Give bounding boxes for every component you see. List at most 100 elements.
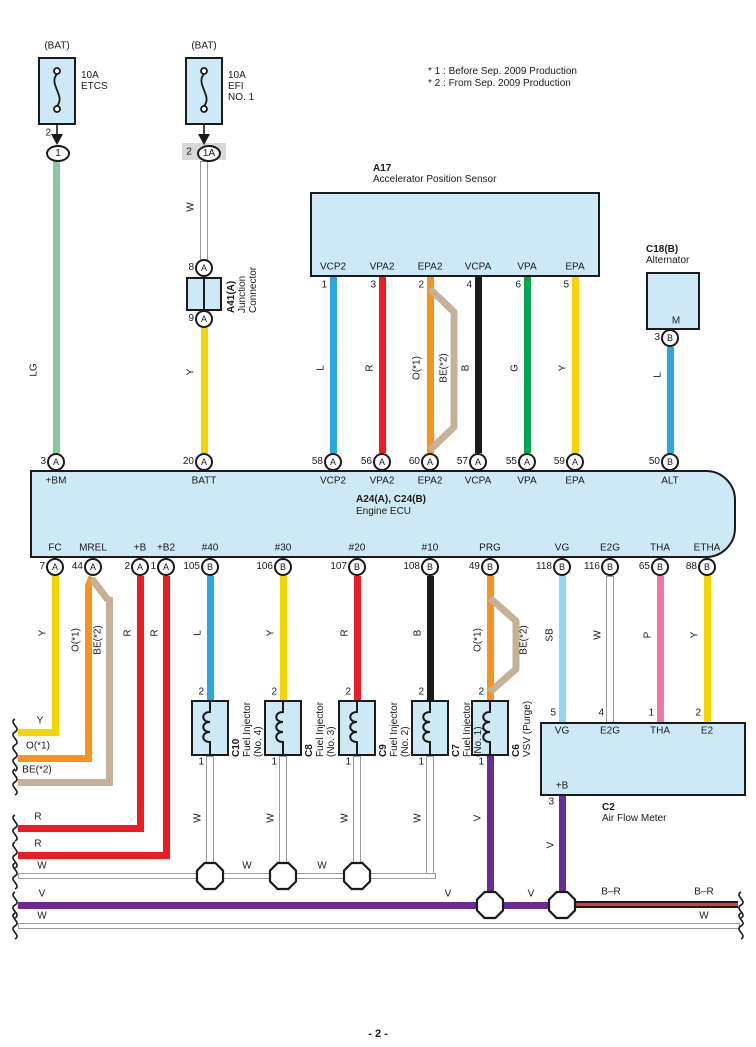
wire-y-epa [571, 277, 579, 453]
injector-c10-name: Fuel Injector [242, 701, 253, 757]
wire-be-left [18, 778, 113, 786]
wire-v-c6 [486, 756, 494, 908]
wire-y-inj30 [279, 576, 287, 700]
c2-id: C2 [602, 802, 615, 813]
c2-pin-num-vg: 5 [550, 707, 556, 719]
alternator-pin-number: 3 [654, 332, 660, 343]
c2-pin-num-3: 3 [548, 796, 554, 808]
fuse-etcs-pin-number: 2 [45, 127, 51, 139]
pin-letter: A [157, 558, 175, 576]
pin-number: 105 [183, 561, 200, 572]
hwire-label-be2: BE(*2) [22, 764, 52, 776]
wire-color-label-g: G [509, 364, 521, 372]
pin-number: 1 [150, 561, 156, 572]
wire-break-icon [12, 744, 18, 772]
injector-c8-id: C8 [304, 744, 315, 757]
pin-letter: A [469, 453, 487, 471]
pin-number: 57 [456, 456, 468, 467]
wire-color-label-w: W [185, 202, 197, 212]
wire-r2-left [18, 851, 170, 859]
junction-pin-8-number: 8 [188, 262, 194, 273]
a17-pin-num-vcp2: 1 [321, 279, 327, 291]
pin-letter: B [601, 558, 619, 576]
junction-pin-9-number: 9 [188, 313, 194, 324]
a17-name: Accelerator Position Sensor [373, 174, 497, 185]
pin-letter: B [348, 558, 366, 576]
pin-number: 49 [468, 561, 480, 572]
wire-break-icon [12, 891, 18, 919]
hwire-label-w4: W [37, 910, 47, 922]
wire-o-left [18, 754, 92, 762]
fuse-etcs-box [38, 57, 76, 125]
c8-pin2: 2 [271, 686, 277, 698]
hwire-label-w1: W [37, 860, 47, 872]
a17-pin-label-vcpa: VCPA [464, 261, 492, 273]
wire-color-label-o-prg: O(*1) [472, 628, 484, 652]
connector-1a: 1A [197, 145, 221, 162]
pin-letter: B [481, 558, 499, 576]
wire-p-tha [656, 576, 664, 722]
pin-number: 2 [124, 561, 130, 572]
ecu-label-vg: VG [554, 542, 570, 554]
wire-color-label-l: L [315, 365, 327, 371]
hwire-label-r1: R [34, 811, 42, 823]
fuse-efi-bat-label: (BAT) [191, 40, 217, 52]
wire-w-efi [200, 161, 208, 261]
a17-pin-num-epa: 5 [563, 279, 569, 291]
wire-break-icon [12, 862, 18, 890]
wire-br-bus [564, 901, 738, 908]
air-flow-meter-box [540, 722, 746, 796]
accelerator-position-sensor-box [310, 192, 600, 277]
wire-w-e2g [606, 576, 614, 724]
wire-l-inj40 [206, 576, 214, 700]
c2-label-tha: THA [650, 725, 670, 737]
alternator-pin-letter: B [661, 329, 679, 347]
fuse-efi-pin-number: 2 [186, 146, 192, 158]
ecu-label-40: #40 [201, 542, 219, 554]
ecu-label-10: #10 [421, 542, 439, 554]
c2-plusb-label: +B [555, 780, 569, 792]
wire-w-injector-bus [18, 873, 436, 879]
ecu-id: A24(A), C24(B) [356, 494, 427, 505]
pin-number: 88 [685, 561, 697, 572]
injector-c8-name: Fuel Injector [315, 701, 326, 757]
wire-r-inj20 [353, 576, 361, 700]
injector-c9-name: Fuel Injector [389, 701, 400, 757]
wire-color-label-o1: O(*1) [411, 356, 423, 380]
wire-color-label-y-30: Y [265, 629, 277, 637]
legend-line2: * 2 : From Sep. 2009 Production [428, 78, 571, 89]
wire-color-label-w-c9: W [339, 813, 351, 823]
alternator-name: Alternator [646, 255, 690, 266]
wire-o-mrel [84, 584, 92, 762]
pin-letter: B [274, 558, 292, 576]
injector-c7-label: C7 Fuel Injector (No. 1) [451, 702, 484, 757]
pin-number: 108 [403, 561, 420, 572]
injector-c7-box [411, 700, 449, 756]
wire-break-icon [12, 814, 18, 842]
wire-y-etha [703, 576, 711, 722]
injector-c9-sub: (No. 2) [400, 726, 411, 757]
pin-letter: A [195, 453, 213, 471]
pin-number: 56 [360, 456, 372, 467]
injector-c9-id: C9 [378, 744, 389, 757]
alternator-terminal-m: M [671, 315, 681, 327]
a17-pin-label-epa2: EPA2 [417, 261, 443, 273]
ecu-label-vpa: VPA [517, 475, 537, 487]
wire-o-prg [486, 576, 494, 700]
c2-name: Air Flow Meter [602, 813, 667, 824]
junction-name1: Junction [237, 275, 248, 313]
vsv-purge-id: C6 [511, 744, 522, 757]
pin-letter: B [651, 558, 669, 576]
ecu-label-etha: ETHA [693, 542, 721, 554]
wire-color-label-b: B [460, 364, 472, 372]
wire-o-epa2 [426, 277, 434, 453]
ecu-label-plusb2: +B2 [156, 542, 176, 554]
injector-c7-id: C7 [451, 744, 462, 757]
wire-r-vpa2 [378, 277, 386, 453]
ecu-label-vcp2: VCP2 [319, 475, 347, 487]
injector-c10-label: C10 Fuel Injector (No. 4) [231, 702, 264, 757]
a17-pin-label-epa: EPA [565, 261, 585, 273]
hwire-label-v3: V [527, 888, 535, 900]
wire-color-label-be2: BE(*2) [438, 353, 450, 383]
pin-number: 118 [536, 561, 552, 572]
